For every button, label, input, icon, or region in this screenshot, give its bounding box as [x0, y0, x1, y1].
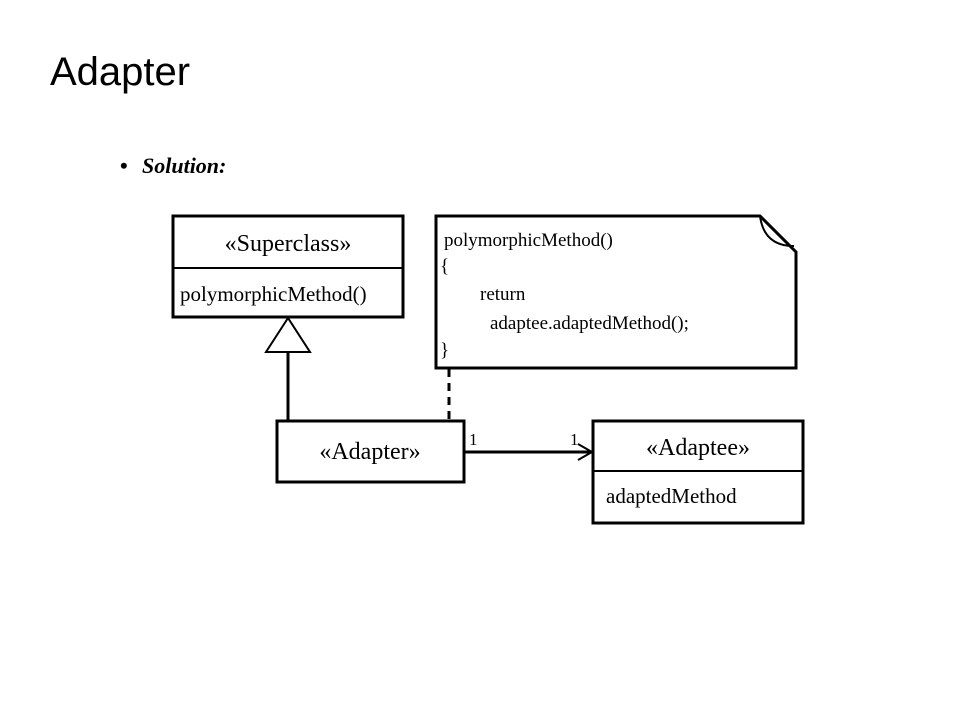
superclass-border: [171, 214, 405, 319]
hollow-triangle-icon: [264, 316, 312, 353]
superclass-operation: polymorphicMethod(): [180, 282, 367, 306]
solution-bullet: • Solution:: [120, 152, 226, 180]
adapter-box: «Adapter»: [275, 419, 466, 484]
note-line-call: adaptee.adaptedMethod();: [490, 313, 689, 334]
generalization-arrow: [264, 316, 312, 420]
adaptee-box: «Adaptee» adaptedMethod: [591, 419, 805, 525]
note-line-return: return: [480, 284, 526, 305]
note-line-signature: polymorphicMethod(): [444, 230, 613, 251]
note-line-close-brace: }: [440, 340, 449, 361]
adaptee-operation: adaptedMethod: [606, 484, 737, 508]
adapter-stereotype: «Adapter»: [319, 439, 420, 465]
superclass-box: «Superclass» polymorphicMethod(): [171, 214, 405, 319]
target-multiplicity: 1: [570, 430, 579, 449]
note-line-open-brace: {: [440, 256, 449, 277]
solution-label: Solution:: [142, 153, 227, 178]
superclass-stereotype: «Superclass»: [225, 231, 352, 257]
bullet-dot-icon: •: [120, 153, 128, 178]
adaptee-stereotype: «Adaptee»: [646, 435, 750, 461]
folded-corner-icon: [759, 215, 795, 247]
association-arrow: 1 1: [464, 430, 595, 461]
source-multiplicity: 1: [469, 430, 478, 449]
slide-title: Adapter: [50, 50, 191, 94]
code-note: polymorphicMethod() { return adaptee.ada…: [434, 214, 798, 370]
note-border: [434, 214, 798, 370]
